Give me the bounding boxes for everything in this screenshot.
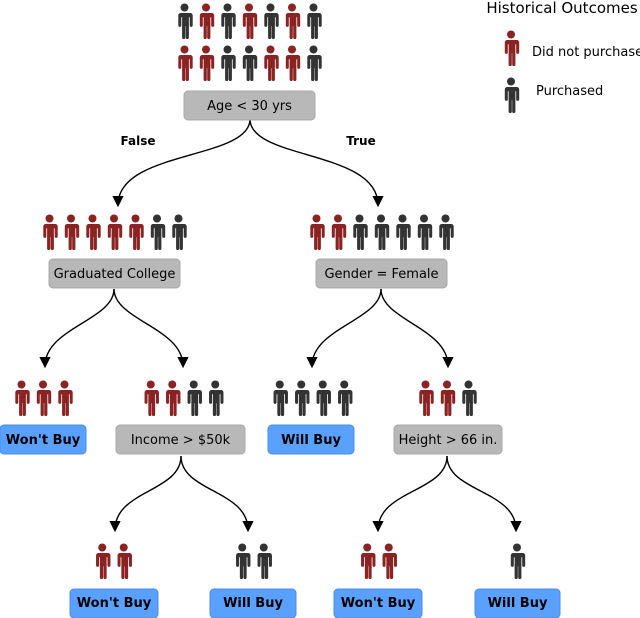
edge-income-false <box>109 455 182 533</box>
leaf-f: Will Buy <box>474 588 561 618</box>
did-not-purchase-person-icon <box>331 214 347 250</box>
node-gender: Gender = Female <box>315 258 448 289</box>
legend-did-not-purchase-label: Did not purchase <box>532 45 640 60</box>
did-not-purchase-person-icon <box>117 543 132 579</box>
did-not-purchase-person-icon <box>166 380 181 416</box>
edge-height-true <box>446 455 522 533</box>
purchased-person-icon <box>236 543 251 579</box>
node-height-label: Height > 66 in. <box>399 433 498 448</box>
edge-gender-true <box>380 288 454 369</box>
purchased-person-icon <box>187 380 202 416</box>
leaf-b-label: Will Buy <box>281 433 341 448</box>
branch-label-true: True <box>346 134 375 148</box>
leaf-a-label: Won't Buy <box>6 433 81 448</box>
edge-root-false <box>112 118 251 208</box>
edge-gender-false <box>306 288 382 369</box>
purchased-person-icon <box>307 3 322 39</box>
edge-height-false <box>372 455 448 533</box>
did-not-purchase-person-icon <box>64 214 80 250</box>
leaf-a: Won't Buy <box>0 424 87 455</box>
node-graduated-college-label: Graduated College <box>54 267 176 282</box>
node-gender-label: Gender = Female <box>324 267 438 282</box>
did-not-purchase-person-icon <box>242 3 258 39</box>
did-not-purchase-person-icon <box>129 214 144 250</box>
purchased-person-icon <box>307 45 322 81</box>
did-not-purchase-person-icon <box>178 45 193 81</box>
did-not-purchase-person-icon <box>361 543 376 579</box>
purchased-person-icon <box>510 543 526 579</box>
leaf-f-label: Will Buy <box>488 596 548 611</box>
edge-grad-false <box>39 288 115 369</box>
did-not-purchase-person-icon <box>107 214 123 250</box>
leaf-e: Won't Buy <box>333 588 423 618</box>
purchased-person-icon <box>264 3 279 39</box>
purchased-person-icon <box>209 380 224 416</box>
did-not-purchase-person-icon <box>36 380 52 416</box>
did-not-purchase-person-icon <box>96 543 111 579</box>
legend: Historical Outcomes Did not purchase Pur… <box>486 0 640 113</box>
did-not-purchase-person-icon <box>285 3 301 39</box>
legend-purchased-icon <box>504 77 520 113</box>
purchased-person-icon <box>273 380 288 416</box>
node-income: Income > $50k <box>115 424 246 455</box>
branch-label-false: False <box>121 134 156 148</box>
did-not-purchase-person-icon <box>440 380 456 416</box>
purchased-person-icon <box>396 214 411 250</box>
did-not-purchase-person-icon <box>43 214 58 250</box>
did-not-purchase-person-icon <box>285 45 301 81</box>
purchased-person-icon <box>316 380 331 416</box>
purchased-person-icon <box>338 380 353 416</box>
leaf-d: Will Buy <box>209 588 297 618</box>
purchased-person-icon <box>462 380 477 416</box>
purchased-person-icon <box>221 3 236 39</box>
did-not-purchase-person-icon <box>419 380 434 416</box>
purchased-person-icon <box>257 543 272 579</box>
did-not-purchase-person-icon <box>15 380 30 416</box>
legend-purchased-label: Purchased <box>536 84 603 99</box>
node-root-label: Age < 30 yrs <box>207 99 292 114</box>
purchased-person-icon <box>150 214 166 250</box>
purchased-person-icon <box>417 214 433 250</box>
purchased-person-icon <box>439 214 454 250</box>
node-income-label: Income > $50k <box>131 433 231 448</box>
did-not-purchase-person-icon <box>310 214 325 250</box>
purchased-person-icon <box>353 214 368 250</box>
edge-income-true <box>180 455 254 533</box>
did-not-purchase-person-icon <box>199 3 215 39</box>
purchased-person-icon <box>242 45 258 81</box>
node-root: Age < 30 yrs <box>183 90 316 121</box>
node-graduated-college: Graduated College <box>48 258 181 289</box>
did-not-purchase-person-icon <box>144 380 159 416</box>
tree-edges <box>39 118 522 533</box>
did-not-purchase-person-icon <box>86 214 101 250</box>
leaf-c: Won't Buy <box>69 588 159 618</box>
did-not-purchase-person-icon <box>58 380 73 416</box>
purchased-person-icon <box>178 3 193 39</box>
legend-did-not-purchase-icon <box>504 30 520 66</box>
leaf-d-label: Will Buy <box>223 596 283 611</box>
purchased-person-icon <box>295 380 310 416</box>
people-groups <box>15 3 526 579</box>
did-not-purchase-person-icon <box>264 45 279 81</box>
node-height: Height > 66 in. <box>393 424 503 455</box>
purchased-person-icon <box>221 45 236 81</box>
did-not-purchase-person-icon <box>199 45 215 81</box>
purchased-person-icon <box>172 214 187 250</box>
legend-title: Historical Outcomes <box>486 0 637 17</box>
leaf-c-label: Won't Buy <box>77 596 152 611</box>
leaf-e-label: Won't Buy <box>341 596 416 611</box>
did-not-purchase-person-icon <box>382 543 397 579</box>
edge-grad-true <box>113 288 189 369</box>
purchased-person-icon <box>374 214 390 250</box>
leaf-b: Will Buy <box>267 424 355 455</box>
edge-root-true <box>249 118 384 208</box>
